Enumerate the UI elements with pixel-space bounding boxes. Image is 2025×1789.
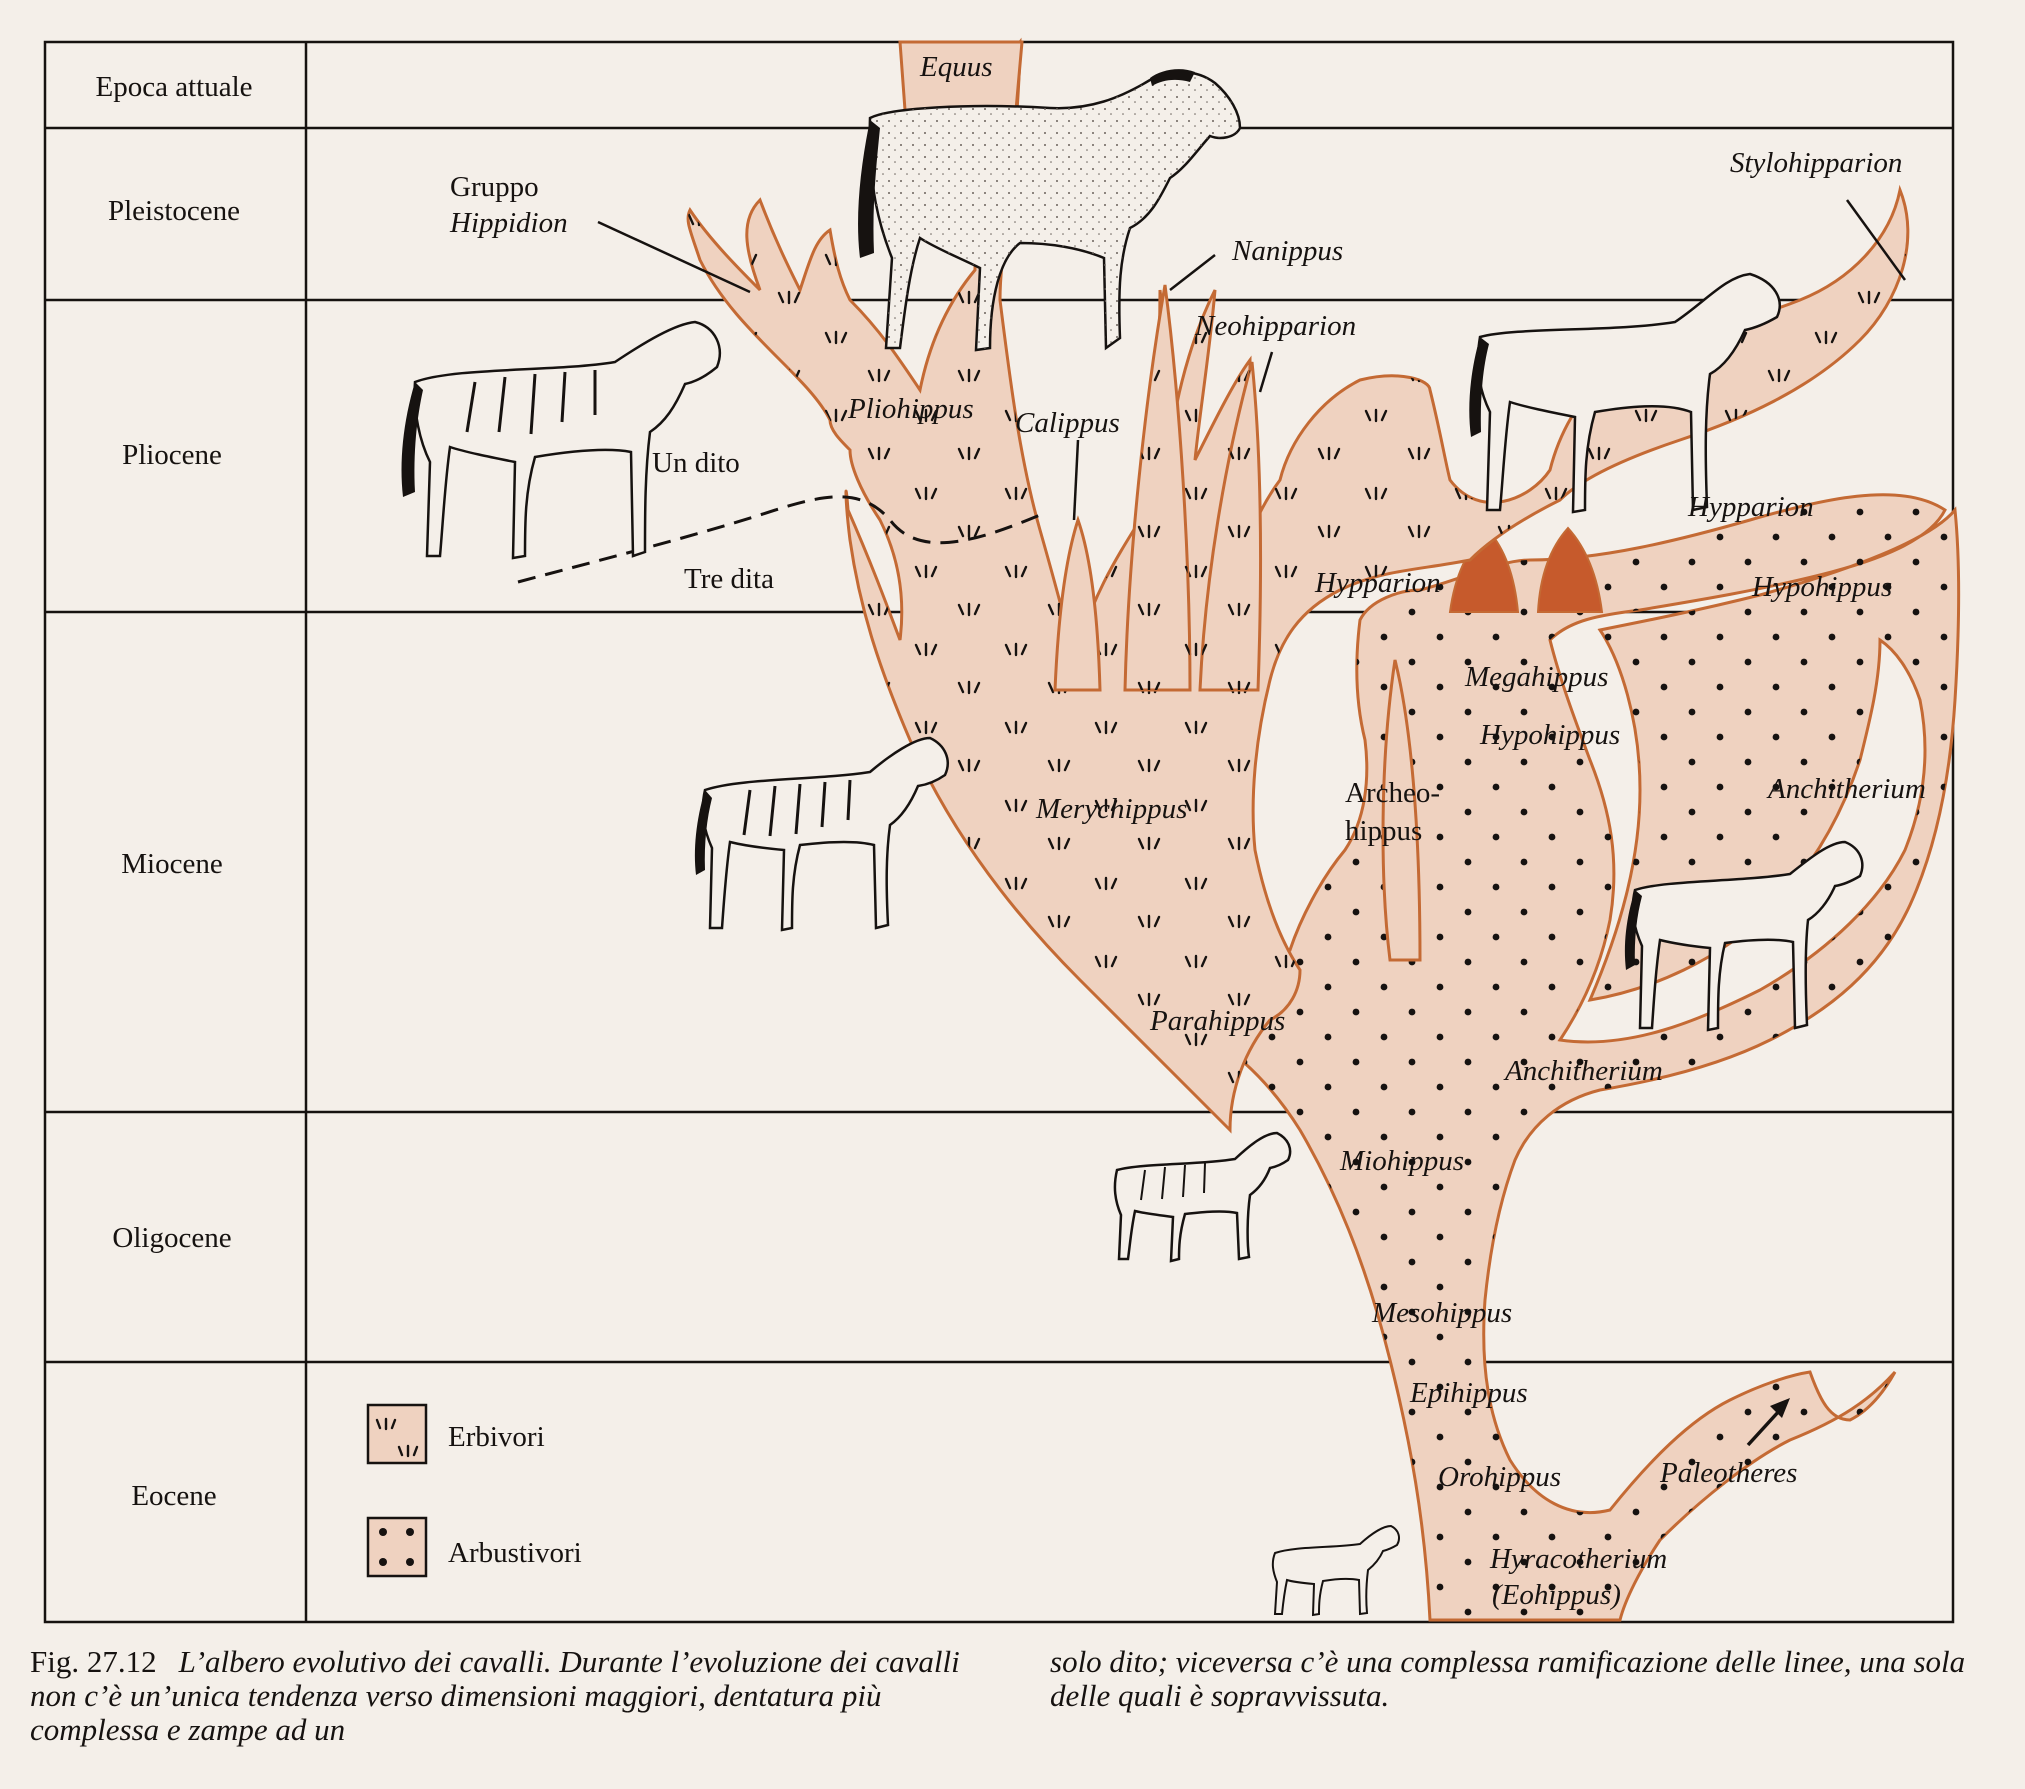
genus-label-nanippus: Nanippus [1231, 235, 1343, 267]
horse-icon [401, 69, 1864, 1617]
archeohippus-branch [1381, 659, 1422, 962]
genus-label-archeohippus: hippus [1345, 815, 1422, 847]
genus-label-stylohipparion: Stylohipparion [1730, 147, 1902, 179]
era-label: Epoca attuale [96, 71, 253, 103]
genus-label-neohipparion: Neohipparion [1194, 310, 1356, 342]
genus-label-orohippus: Orohippus [1438, 1461, 1561, 1493]
era-label: Pleistocene [108, 195, 240, 227]
legend-label-erbivori: Erbivori [448, 1421, 545, 1453]
toe-boundary-line [517, 495, 1041, 584]
legend: Erbivori Arbustivori [366, 1403, 582, 1578]
genus-label-hypparion: Hypparion [1314, 567, 1441, 599]
genus-label-anchitherium: Anchitherium [1503, 1055, 1663, 1087]
hypohippus-branch [1536, 526, 1604, 613]
genus-label-eohippus: (Eohippus) [1492, 1579, 1621, 1611]
genus-label-miohippus: Miohippus [1339, 1145, 1464, 1177]
genus-label-archeohippus: Archeo- [1345, 777, 1440, 809]
genus-label-mesohippus: Mesohippus [1371, 1297, 1512, 1329]
toe-label-three: Tre dita [684, 563, 774, 595]
caption-right-column: solo dito; viceversa c’è una complessa r… [1050, 1645, 2010, 1713]
browser-lineage [1213, 493, 1961, 1622]
era-labels: Epoca attuale Pleistocene Pliocene Mioce… [96, 71, 253, 1512]
era-label: Miocene [121, 848, 222, 880]
genus-label-pliohippus: Pliohippus [847, 393, 974, 425]
genus-label-hyracotherium: Hyracotherium [1489, 1543, 1667, 1575]
dot-icon [379, 1528, 414, 1566]
arrow-icon [1746, 1398, 1790, 1447]
genus-label-megahippus: Megahippus [1464, 661, 1608, 693]
genus-label-hypparion: Hypparion [1687, 491, 1814, 523]
era-label: Pliocene [122, 439, 222, 471]
genus-label-merychippus: Merychippus [1035, 793, 1187, 825]
grass-tuft-icon [375, 1417, 419, 1458]
calippus-spike-tufts [1125, 285, 1261, 690]
genus-label-gruppo: Gruppo [450, 171, 539, 203]
legend-label-arbustivori: Arbustivori [448, 1537, 582, 1569]
era-label: Oligocene [112, 1222, 231, 1254]
figure-number: Fig. 27.12 [30, 1644, 157, 1679]
genus-label-anchitherium: Anchitherium [1766, 773, 1926, 805]
genus-label-paleotheres: Paleotheres [1659, 1457, 1797, 1489]
caption-text-left: L’albero evolutivo dei cavalli. Durante … [30, 1644, 960, 1747]
legend-swatch-dots [366, 1516, 428, 1578]
calippus-spike [1053, 515, 1102, 692]
leader-lines [597, 199, 1907, 521]
legend-item-arbustivori: Arbustivori [366, 1516, 582, 1578]
genus-label-hippidion: Hippidion [449, 207, 568, 239]
grazer-tree-tufts [688, 42, 1908, 1130]
genus-label-parahippus: Parahippus [1149, 1005, 1285, 1037]
genus-label-calippus: Calippus [1015, 407, 1120, 439]
genus-labels: Equus Gruppo Hippidion Nanippus Neohippa… [449, 51, 1926, 1611]
genus-label-epihippus: Epihippus [1409, 1377, 1528, 1409]
toe-label-one: Un dito [652, 447, 740, 479]
era-label: Eocene [131, 1480, 216, 1512]
genus-label-equus: Equus [919, 51, 993, 83]
genus-label-hypohippus: Hypohippus [1751, 571, 1892, 603]
legend-swatch-grass [366, 1403, 428, 1465]
caption-text-right: solo dito; viceversa c’è una complessa r… [1050, 1644, 1966, 1713]
legend-item-erbivori: Erbivori [366, 1403, 545, 1465]
genus-label-hypohippus: Hypohippus [1479, 719, 1620, 751]
